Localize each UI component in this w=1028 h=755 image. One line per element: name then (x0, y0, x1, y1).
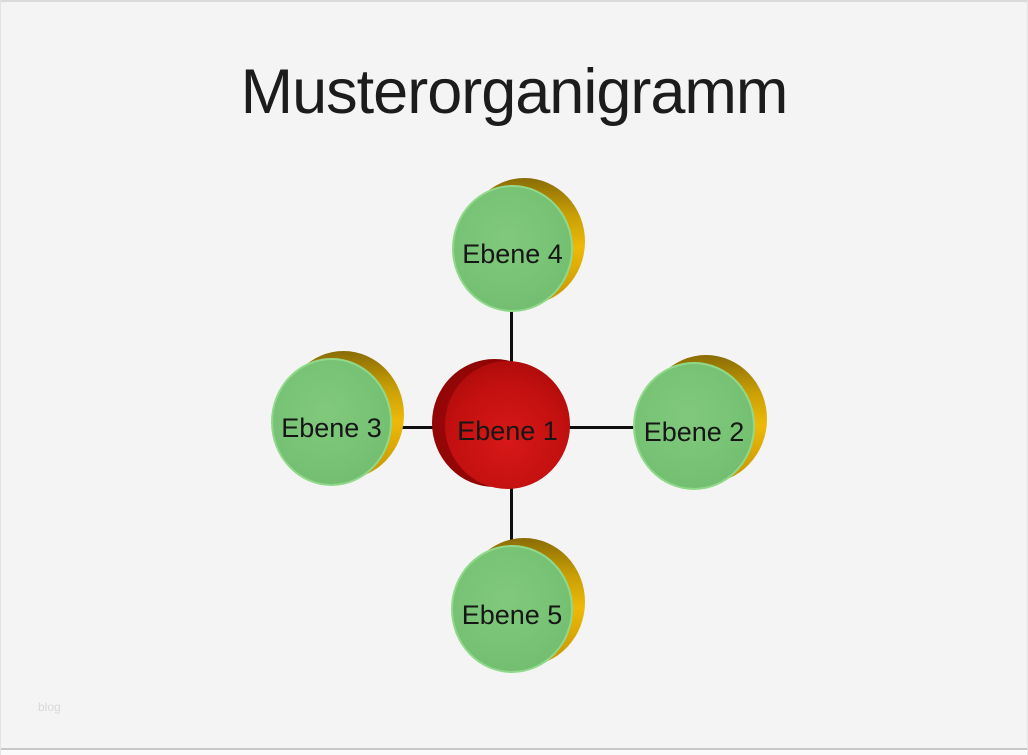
page-bottom-line (1, 748, 1027, 750)
page-bottom-strip (1, 750, 1027, 755)
page-top-edge (1, 0, 1027, 2)
node-ebene-1: Ebene 1 (432, 359, 570, 489)
node-label: Ebene 5 (461, 599, 563, 630)
node-face: Ebene 3 (271, 358, 392, 486)
watermark-text: blog (38, 700, 61, 714)
node-face: Ebene 5 (451, 545, 573, 673)
node-face: Ebene 4 (452, 185, 573, 312)
node-label: Ebene 4 (462, 239, 563, 269)
node-ebene-3: Ebene 3 (271, 351, 404, 486)
node-label: Ebene 2 (643, 416, 745, 447)
node-ebene-4: Ebene 4 (452, 178, 585, 312)
node-face: Ebene 2 (633, 362, 755, 490)
node-ebene-5: Ebene 5 (451, 538, 585, 673)
node-ebene-2: Ebene 2 (633, 355, 767, 490)
node-label: Ebene 1 (457, 415, 558, 446)
page-title: Musterorganigramm (240, 57, 789, 127)
node-label: Ebene 3 (281, 412, 382, 443)
node-face: Ebene 1 (445, 361, 570, 489)
